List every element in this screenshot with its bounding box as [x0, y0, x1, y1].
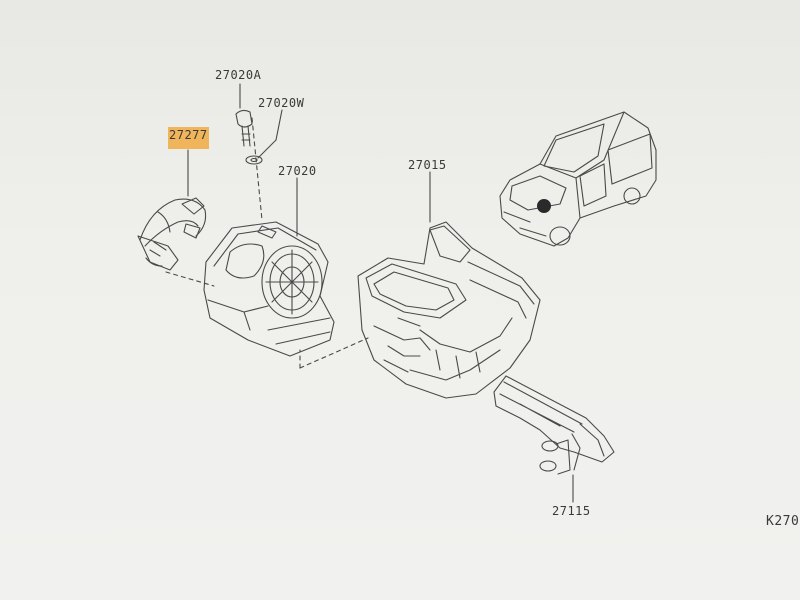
leader-lines [165, 83, 574, 503]
blower-motor-part [203, 221, 335, 357]
callout-27277-highlighted: 27277 [168, 127, 209, 149]
heater-unit-part [357, 221, 541, 399]
heater-core-part [493, 375, 615, 475]
wiring-harness-part [137, 197, 207, 271]
van-illustration [499, 111, 657, 247]
callout-27020W: 27020W [258, 96, 305, 110]
callout-27020A: 27020A [215, 68, 262, 82]
callout-27115: 27115 [552, 504, 591, 518]
washer-part [245, 155, 263, 165]
diagram-code: K270 [766, 514, 800, 529]
bolt-part [235, 109, 253, 147]
callout-27020: 27020 [278, 164, 317, 178]
callout-27015: 27015 [408, 158, 447, 172]
